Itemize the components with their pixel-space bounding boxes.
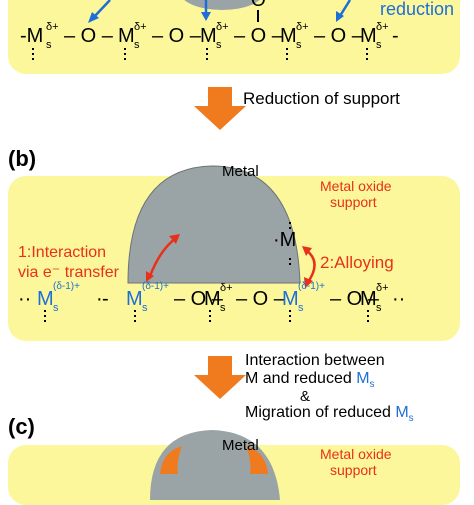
interaction-label-1: 1:Interaction [18,244,107,261]
svg-text:δ+: δ+ [134,21,147,33]
arrow-1-text: Reduction of support [243,89,400,108]
svg-text:δ+: δ+ [220,282,233,294]
svg-text:(δ-1)+: (δ-1)+ [142,281,169,292]
svg-text:– O –: – O – [64,25,114,47]
svg-text:M: M [126,288,143,310]
metal-particle-b [128,166,300,283]
svg-text:M: M [360,288,377,310]
svg-text:(δ-1)+: (δ-1)+ [298,281,325,292]
arrow-2-text-2: M and reduced Ms [245,370,375,391]
svg-text:M: M [360,25,377,47]
svg-text:– O –: – O – [152,25,202,47]
svg-text:s: s [46,39,52,51]
arrow-2-text-1: Interaction between [245,352,385,369]
migrated-oxide-right [246,446,268,474]
svg-text:M: M [200,25,217,47]
svg-text:s: s [376,39,382,51]
svg-text:-: - [392,25,399,47]
svg-text:s: s [216,39,222,51]
interaction-label-2: via e⁻ transfer [18,264,119,281]
svg-text:M: M [37,288,54,310]
migrated-oxide-left [160,446,182,474]
svg-text:– O –: – O – [314,25,364,47]
svg-text:s: s [220,302,226,314]
svg-text:-M: -M [20,25,43,47]
blue-arrow-3-head [336,11,344,22]
support-label-c-2: support [330,462,377,478]
arrow-2-text-3: & [300,388,311,405]
reduction-label: reduction [380,0,455,19]
arrow-2-text-4: Migration of reduced Ms [245,404,414,425]
support-label-b-2: support [330,194,377,210]
blue-arrow-2-head [201,12,211,21]
support-label-c-1: Metal oxide [320,446,392,462]
svg-text:M: M [204,288,221,310]
arrow-1 [194,87,246,130]
blue-arrow-1-head [88,12,99,23]
svg-text:δ+: δ+ [376,282,389,294]
oxygen-top: O [251,0,266,11]
svg-text:– O –: – O – [174,288,224,310]
panel-c-graphics [150,430,280,500]
panel-b-graphics: ·M ·· M s (δ-1)+ · - M s (δ-1)+ – O – M … [18,165,405,322]
blue-arrow-1 [93,0,111,18]
svg-text:– O –: – O – [236,288,286,310]
svg-text:s: s [376,302,382,314]
svg-text:(δ-1)+: (δ-1)+ [53,281,80,292]
svg-text:s: s [53,302,59,314]
svg-text:··: ·· [392,288,405,310]
support-label-b-1: Metal oxide [320,178,392,194]
svg-text:δ+: δ+ [46,21,59,33]
svg-text:·: · [96,288,103,310]
panel-a-graphics: O [88,0,352,23]
svg-text:s: s [134,39,140,51]
panel-a-chain: -M s δ+ – O – M s δ+ – O – M s δ+ – O – … [20,21,399,60]
svg-text:– O –: – O – [330,288,380,310]
svg-text:s: s [142,302,148,314]
panel-a [8,0,460,74]
svg-text:– O –: – O – [234,25,284,47]
panel-b-label: (b) [8,146,37,171]
svg-text:M: M [118,25,135,47]
blue-arrow-3 [338,0,352,17]
svg-text:δ+: δ+ [376,21,389,33]
svg-text:M: M [280,25,297,47]
svg-text:δ+: δ+ [296,21,309,33]
panel-a-metal-particle [184,0,260,10]
svg-text:-: - [102,288,109,310]
svg-text:δ+: δ+ [216,21,229,33]
panel-c-label: (c) [8,414,35,439]
svg-text:s: s [296,39,302,51]
metal-label-b: Metal [222,163,259,180]
svg-text:··: ·· [18,288,31,310]
svg-text:·M: ·M [273,229,296,251]
arrow-2 [194,356,246,399]
alloying-label: 2:Alloying [320,253,394,272]
svg-text:s: s [298,302,304,314]
metal-label-c: Metal [222,437,259,454]
svg-text:M: M [282,288,299,310]
